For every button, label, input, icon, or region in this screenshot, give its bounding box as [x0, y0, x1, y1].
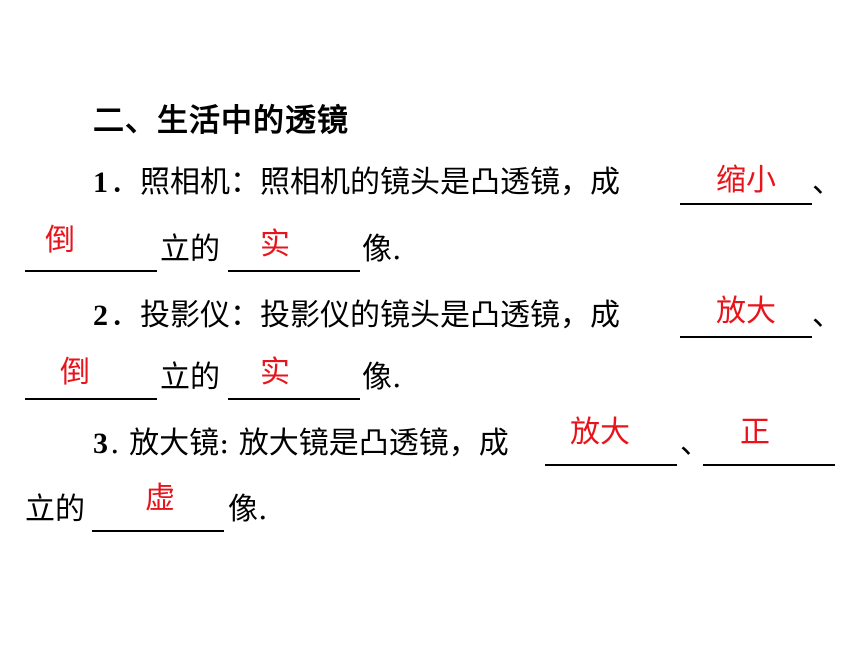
section-title: 二、生活中的透镜 [93, 103, 349, 139]
item-2-end-text: 像. [362, 360, 402, 395]
item-2-blank-2 [25, 358, 157, 400]
item-3-blank-2 [703, 424, 835, 466]
item-1-answer-3: 实 [260, 227, 290, 262]
item-3-answer-1: 放大 [570, 415, 630, 450]
item-1-blank-1 [680, 163, 812, 205]
item-1-text: ．照相机：照相机的镜头是凸透镜，成 [110, 165, 620, 200]
item-2-blank-1 [680, 296, 812, 338]
item-2-mid-text: 立的 [160, 360, 220, 395]
item-3-end-text: 像. [228, 492, 268, 527]
item-1-mid-text: 立的 [160, 232, 220, 267]
item-3-number: 3 [93, 427, 108, 460]
item-3-separator: 、 [680, 426, 710, 461]
item-2-number: 2 [93, 299, 108, 332]
item-1-end-text: 像. [362, 232, 402, 267]
item-2-separator: 、 [812, 298, 842, 333]
item-3-blank-1 [545, 424, 677, 466]
item-1-answer-2: 倒 [45, 223, 75, 258]
item-3-answer-3: 虚 [145, 481, 175, 516]
item-1-blank-3 [228, 230, 360, 272]
item-1-separator: 、 [812, 165, 842, 200]
item-1-blank-2 [25, 230, 157, 272]
item-2-answer-1: 放大 [716, 294, 776, 329]
item-2-text: ．投影仪：投影仪的镜头是凸透镜，成 [110, 298, 620, 333]
item-2-answer-2: 倒 [60, 355, 90, 390]
item-2-blank-3 [228, 358, 360, 400]
item-3-answer-2: 正 [740, 415, 770, 450]
item-1-number: 1 [93, 166, 108, 199]
item-2-answer-3: 实 [260, 355, 290, 390]
item-1-answer-1: 缩小 [716, 163, 776, 198]
item-3-blank-3 [92, 490, 224, 532]
item-3-text: . 放大镜: 放大镜是凸透镜，成 [110, 426, 509, 461]
item-3-mid-text: 立的 [25, 492, 85, 527]
